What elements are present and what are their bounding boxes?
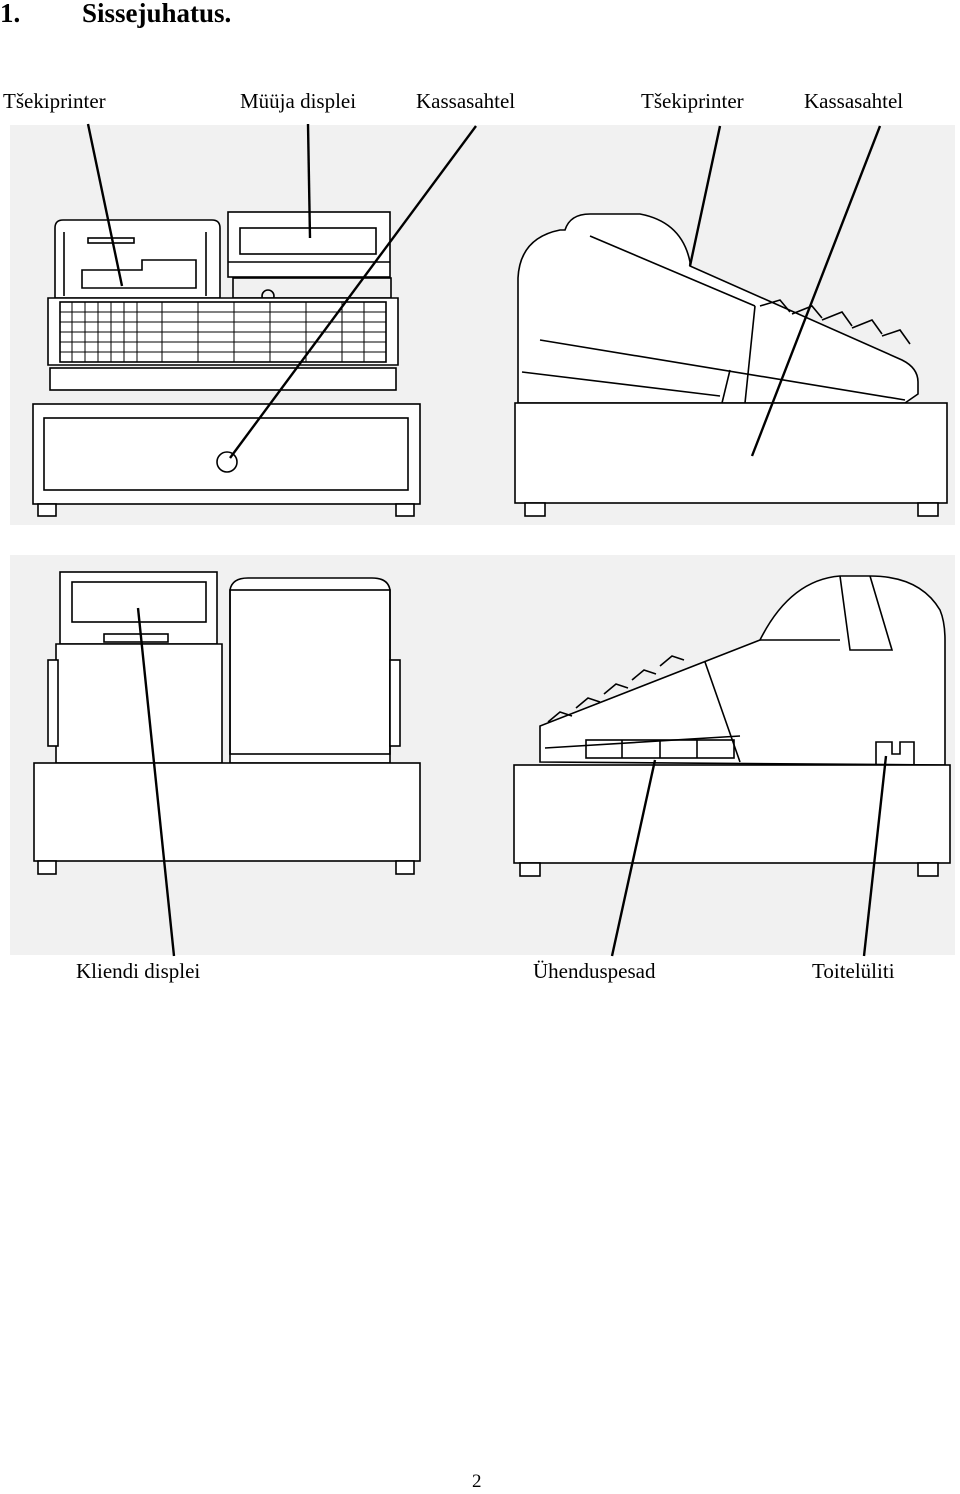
side-view-register-rear xyxy=(513,575,951,877)
section-number: 1. xyxy=(0,0,21,28)
label-power-switch: Toitelüliti xyxy=(812,959,895,983)
section-title: Sissejuhatus. xyxy=(82,0,232,28)
label-connection-ports: Ühenduspesad xyxy=(533,959,656,983)
side-view-register xyxy=(514,213,948,517)
label-cash-drawer-2: Kassasahtel xyxy=(804,89,904,113)
label-receipt-printer-1: Tšekiprinter xyxy=(3,89,106,113)
front-view-register xyxy=(32,211,421,517)
label-operator-display: Müüja displei xyxy=(240,89,357,113)
section-heading: 1. Sissejuhatus. xyxy=(0,0,231,29)
page-number: 2 xyxy=(472,1471,482,1492)
label-cash-drawer-1: Kassasahtel xyxy=(416,89,516,113)
callout-lines xyxy=(86,123,888,957)
label-receipt-printer-2: Tšekiprinter xyxy=(641,89,744,113)
label-customer-display: Kliendi displei xyxy=(76,959,201,983)
cash-register-illustration xyxy=(10,123,955,957)
rear-view-register xyxy=(33,571,421,875)
